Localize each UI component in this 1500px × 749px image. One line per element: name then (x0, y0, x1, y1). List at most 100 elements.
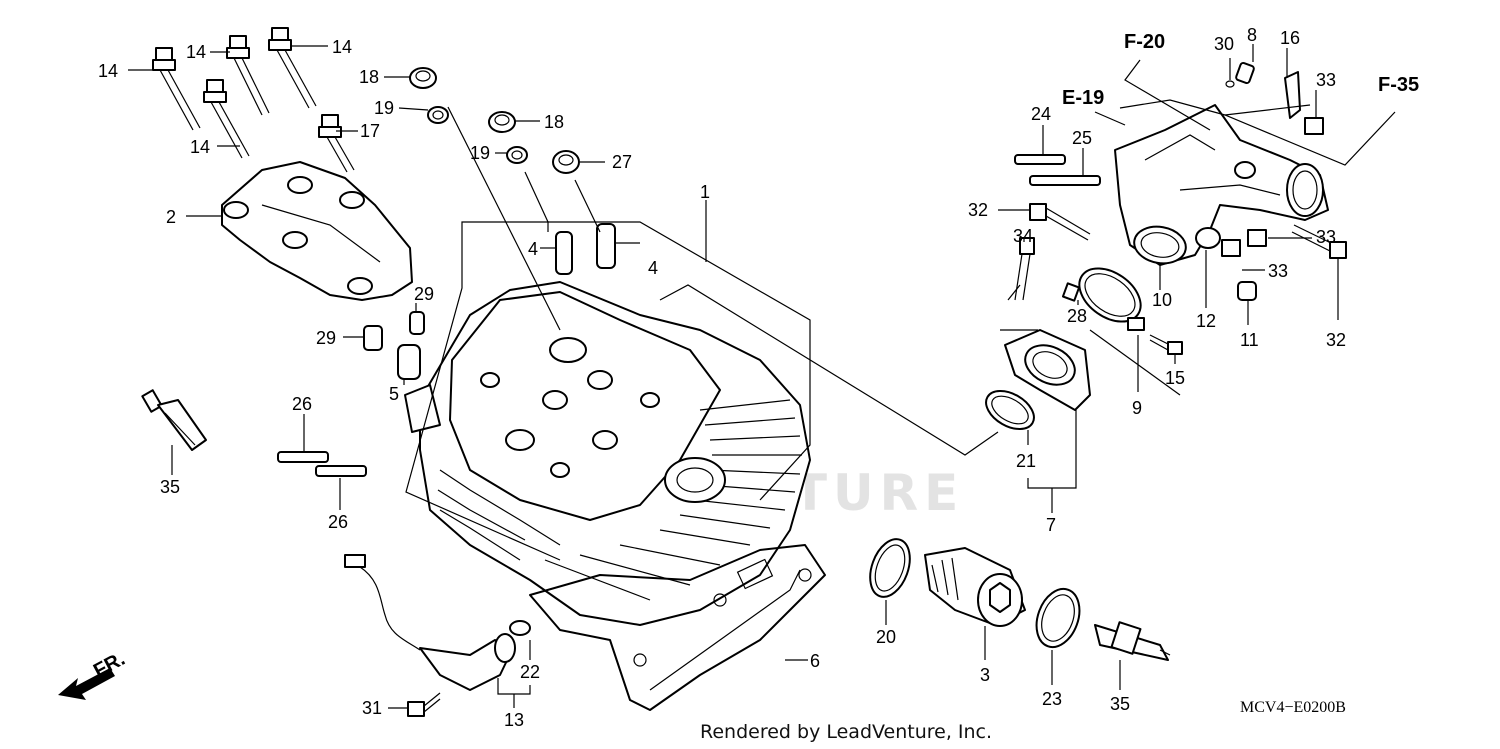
callout-18-top: 18 (359, 67, 379, 87)
valve-guide-4a (555, 231, 573, 275)
callout-7: 7 (1046, 515, 1056, 535)
front-arrow-icon: FR. (58, 648, 129, 700)
callout-19-mid: 19 (470, 143, 490, 163)
callout-17: 17 (360, 121, 380, 141)
bolt-32-left (1029, 203, 1091, 241)
washer-19-mid (506, 146, 528, 164)
callout-35-right: 35 (1110, 694, 1130, 714)
callout-32-left: 32 (968, 200, 988, 220)
intake-manifold (1114, 104, 1329, 266)
callout-13: 13 (504, 710, 524, 730)
callout-8: 8 (1247, 25, 1257, 45)
callout-24: 24 (1031, 104, 1051, 124)
callout-32-right: 32 (1326, 330, 1346, 350)
callout-10: 10 (1152, 290, 1172, 310)
o-ring-21 (985, 390, 1035, 430)
collar-11 (1237, 281, 1257, 301)
callout-29-a: 29 (414, 284, 434, 304)
ref-f-35: F-35 (1378, 74, 1419, 96)
screw-15 (1149, 334, 1183, 355)
band-clamp-9 (1078, 267, 1145, 331)
seal-18-mid (488, 111, 516, 133)
bolt-14-b (226, 35, 270, 116)
callout-4-a: 4 (528, 239, 538, 259)
callout-22: 22 (520, 662, 540, 682)
callout-labels: 14 14 14 14 17 18 19 18 19 27 2 1 4 4 29… (98, 25, 1346, 730)
bolt-14-a (152, 47, 201, 131)
dowel-29b (363, 325, 383, 351)
callout-14-c: 14 (332, 37, 352, 57)
stud-26a (277, 451, 329, 463)
callout-20: 20 (876, 627, 896, 647)
seal-18-top (409, 67, 437, 89)
bolt-17 (318, 114, 355, 173)
callout-1: 1 (700, 182, 710, 202)
nut-12 (1195, 227, 1221, 249)
temp-sensor (344, 554, 531, 691)
callout-3: 3 (980, 665, 990, 685)
callout-11: 11 (1240, 330, 1259, 350)
bolt-31 (407, 692, 441, 717)
washer-19-top (427, 106, 449, 124)
diagram-code: MCV4−E0200B (1240, 699, 1346, 716)
callout-14-d: 14 (190, 137, 210, 157)
callout-6: 6 (810, 651, 820, 671)
head-gasket (529, 544, 826, 711)
callout-16: 16 (1280, 28, 1300, 48)
seal-27 (552, 150, 580, 174)
callout-15: 15 (1165, 368, 1185, 388)
insulator-7 (1004, 329, 1091, 411)
ref-e-19: E-19 (1062, 87, 1104, 109)
o-ring-20 (869, 538, 911, 598)
spark-plug-35-right (1094, 621, 1171, 661)
callout-29-b: 29 (316, 328, 336, 348)
o-ring-23 (1035, 587, 1081, 649)
callout-28: 28 (1067, 306, 1087, 326)
callout-26-a: 26 (292, 394, 312, 414)
callout-14-a: 14 (98, 61, 118, 81)
stud-26b (315, 465, 367, 477)
bracket-16 (1284, 71, 1301, 119)
dowel-5 (397, 344, 421, 380)
rocker-holder (221, 161, 413, 301)
callout-26-b: 26 (328, 512, 348, 532)
callout-9: 9 (1132, 398, 1142, 418)
callout-5: 5 (389, 384, 399, 404)
stud-24 (1014, 154, 1066, 165)
callout-30: 30 (1214, 34, 1234, 54)
ref-f-20: F-20 (1124, 31, 1165, 53)
callout-23: 23 (1042, 689, 1062, 709)
callout-33-c: 33 (1268, 261, 1288, 281)
callout-31: 31 (362, 698, 382, 718)
bolt-33-a (1304, 117, 1324, 135)
callout-35-left: 35 (160, 477, 180, 497)
cylinder-head (404, 281, 811, 626)
leader-lines (128, 44, 1396, 709)
callout-21: 21 (1016, 451, 1036, 471)
valve-guide-4b (596, 223, 616, 269)
cap-3 (924, 547, 1026, 627)
stud-25 (1029, 175, 1101, 186)
callout-33-b: 33 (1316, 227, 1336, 247)
bolt-14-d (203, 79, 250, 159)
nut-28 (1061, 282, 1081, 302)
callout-4-b: 4 (648, 258, 658, 278)
callout-14-b: 14 (186, 42, 206, 62)
callout-34: 34 (1013, 226, 1033, 246)
callout-19-top: 19 (374, 98, 394, 118)
callout-12: 12 (1196, 311, 1216, 331)
bolt-34 (1014, 237, 1035, 301)
bolt-33-b (1247, 229, 1267, 247)
bolt-32-right (1291, 224, 1347, 259)
spark-plug-35-left (141, 389, 207, 451)
bolt-14-c (268, 27, 317, 109)
callout-18-mid: 18 (544, 112, 564, 132)
callout-27: 27 (612, 152, 632, 172)
callout-2: 2 (166, 207, 176, 227)
bolt-33-c (1221, 239, 1241, 257)
bolt-8 (1235, 61, 1255, 85)
clip-30 (1225, 80, 1235, 88)
dowel-29a (409, 311, 425, 335)
callout-33-a: 33 (1316, 70, 1336, 90)
